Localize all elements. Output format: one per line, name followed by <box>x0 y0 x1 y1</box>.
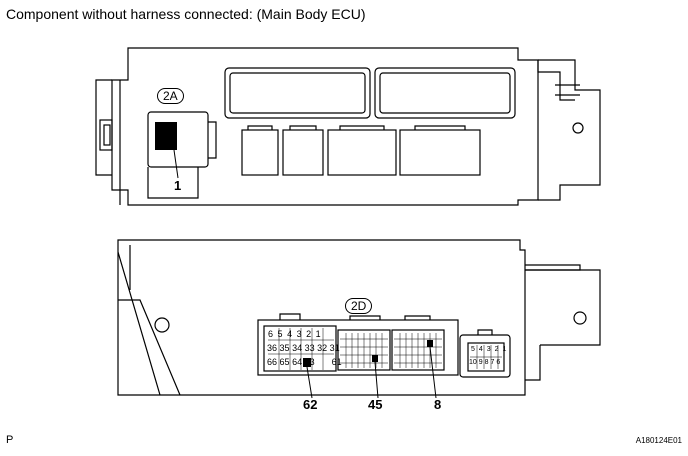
pin-45-highlight <box>372 355 378 362</box>
connector-tag-2d: 2D <box>345 298 373 314</box>
figure-title: Component without harness connected: (Ma… <box>6 6 366 22</box>
footer-left-code: P <box>6 434 14 446</box>
pin-callout-62: 62 <box>303 397 318 412</box>
small-conn-row-1: 5 4 3 2 1 <box>471 346 508 353</box>
connector-2a-housing <box>147 111 209 168</box>
connector-2d-housing <box>257 319 459 376</box>
pin-callout-8: 8 <box>434 397 442 412</box>
connector-tag-2a: 2A <box>157 88 184 104</box>
pin-row-3: 66 65 64 63 61 <box>267 357 342 367</box>
small-conn-row-2: 10 9 8 7 6 <box>469 359 501 366</box>
pin-62-highlight <box>303 358 311 367</box>
pin-row-2: 36 35 34 33 32 31 <box>267 343 340 353</box>
pin-1-highlight <box>155 122 177 150</box>
pin-row-1: 6 5 4 3 2 1 <box>268 329 322 339</box>
small-connector-housing <box>459 334 511 378</box>
pin-callout-1: 1 <box>174 178 182 193</box>
figure-id: A180124E01 <box>635 436 682 445</box>
pin-callout-45: 45 <box>368 397 383 412</box>
bottom-ecu-body <box>117 239 526 396</box>
